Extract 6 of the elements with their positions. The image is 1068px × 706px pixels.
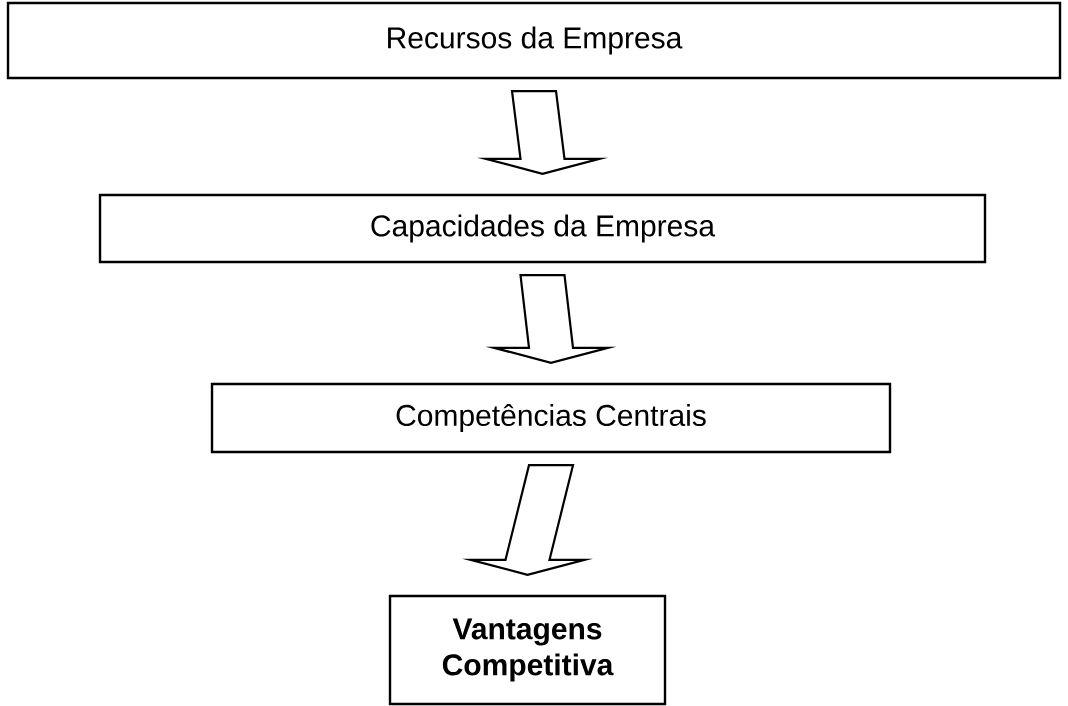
block-arrow: [477, 90, 608, 175]
process-box: Capacidades da Empresa: [98, 193, 987, 264]
block-arrow: [462, 464, 593, 576]
process-box: Recursos da Empresa: [6, 1, 1062, 80]
process-box: Competências Centrais: [210, 382, 892, 454]
result-box: Vantagens Competitiva: [388, 594, 667, 706]
